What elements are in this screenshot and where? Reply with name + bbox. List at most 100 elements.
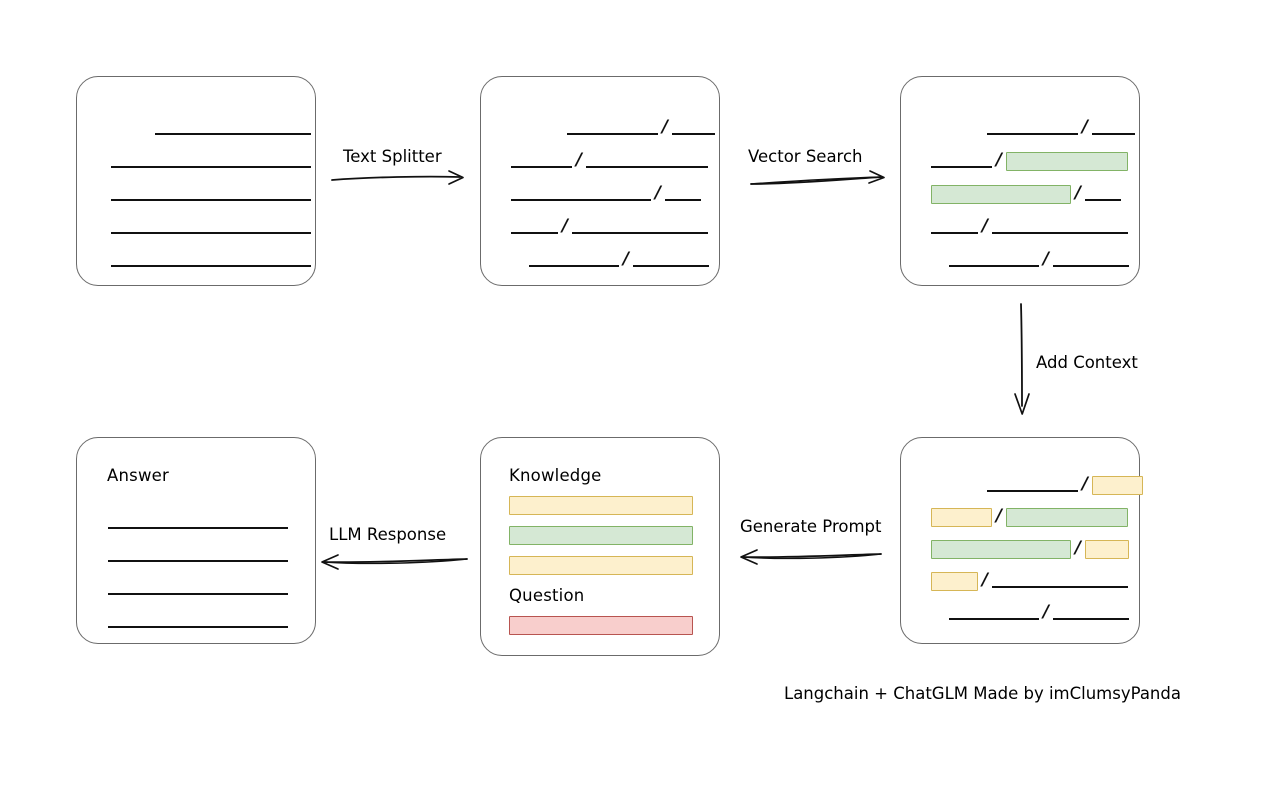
card-split-chunks[interactable]: / / / / /	[480, 76, 720, 286]
slash-separator: /	[1074, 182, 1082, 203]
document-line: /	[931, 182, 1121, 204]
line-segment	[931, 232, 978, 234]
card-vector-matches[interactable]: / / / / /	[900, 76, 1140, 286]
answer-rows-host	[76, 437, 316, 644]
line-indent	[111, 128, 155, 129]
line-segment	[108, 527, 288, 529]
slash-separator: /	[622, 248, 630, 269]
line-segment	[511, 232, 558, 234]
line-indent	[931, 613, 949, 614]
slash-separator: /	[981, 569, 989, 590]
card-context-added[interactable]: / / / / /	[900, 437, 1143, 644]
document-line	[111, 218, 311, 236]
knowledge-bar-2	[509, 526, 693, 545]
document-line: /	[931, 116, 1135, 137]
line-segment	[992, 232, 1128, 234]
highlight-chip-yellow	[931, 571, 978, 591]
arrow-text-splitter	[331, 170, 464, 185]
document-line: /	[511, 116, 715, 137]
card-answer[interactable]: Answer	[76, 437, 316, 644]
slash-separator: /	[995, 505, 1003, 526]
document-line: /	[931, 603, 1129, 622]
arrow-label-add-context: Add Context	[1036, 353, 1138, 372]
line-segment	[108, 626, 288, 628]
highlight-chip-yellow	[1085, 539, 1129, 559]
line-segment	[108, 560, 288, 562]
arrow-label-llm-response: LLM Response	[329, 525, 447, 544]
document-line: /	[931, 473, 1143, 495]
line-segment	[511, 166, 572, 168]
line-segment	[949, 618, 1039, 620]
line-segment	[511, 199, 651, 201]
document-line: /	[511, 217, 708, 236]
knowledge-bar-3	[509, 556, 693, 575]
arrow-label-generate-prompt: Generate Prompt	[740, 517, 882, 536]
document-line: /	[931, 537, 1129, 559]
highlight-chip-yellow	[931, 507, 992, 527]
line-segment	[987, 133, 1078, 135]
knowledge-label: Knowledge	[509, 466, 602, 485]
line-segment	[572, 232, 708, 234]
document-line	[111, 119, 311, 137]
highlight-chip-green	[1006, 507, 1128, 527]
card-source-document[interactable]	[76, 76, 316, 286]
slash-separator: /	[1042, 248, 1050, 269]
line-segment	[1053, 265, 1129, 267]
question-bar-1	[509, 616, 693, 635]
slash-separator: /	[1081, 473, 1089, 494]
document-line	[108, 513, 288, 531]
document-line: /	[931, 149, 1128, 171]
document-line: /	[931, 505, 1128, 527]
document-line: /	[931, 215, 1128, 236]
line-segment	[567, 133, 658, 135]
line-indent	[931, 485, 987, 486]
document-line: /	[511, 248, 709, 269]
line-segment	[111, 232, 311, 234]
line-segment	[949, 265, 1039, 267]
arrow-add-context	[1014, 303, 1030, 415]
line-indent	[931, 128, 987, 129]
line-segment	[1053, 618, 1129, 620]
arrow-vector-search	[750, 170, 885, 185]
line-segment	[1092, 133, 1135, 135]
line-segment	[992, 586, 1128, 588]
line-segment	[529, 265, 619, 267]
document-line: /	[511, 182, 701, 203]
line-segment	[111, 199, 311, 201]
highlight-chip-green	[1006, 151, 1128, 171]
line-segment	[111, 166, 311, 168]
arrow-generate-prompt	[740, 549, 882, 565]
slash-separator: /	[661, 116, 669, 137]
card-generated-prompt[interactable]: Knowledge Question	[480, 437, 720, 656]
document-line	[111, 251, 311, 269]
highlight-chip-green	[931, 539, 1071, 559]
line-indent	[931, 260, 949, 261]
line-segment	[665, 199, 701, 201]
line-segment	[586, 166, 708, 168]
slash-separator: /	[981, 215, 989, 236]
document-line	[111, 185, 311, 203]
document-line	[108, 546, 288, 564]
question-label: Question	[509, 586, 585, 605]
document-line: /	[931, 248, 1129, 269]
arrow-label-vector-search: Vector Search	[748, 147, 863, 166]
line-segment	[633, 265, 709, 267]
document-line: /	[511, 149, 708, 170]
document-line	[111, 152, 311, 170]
highlight-chip-green	[931, 184, 1071, 204]
slash-separator: /	[995, 149, 1003, 170]
slash-separator: /	[1081, 116, 1089, 137]
highlight-chip-yellow	[1092, 475, 1143, 495]
line-segment	[987, 490, 1078, 492]
line-segment	[155, 133, 311, 135]
arrow-label-text-splitter: Text Splitter	[343, 147, 442, 166]
line-indent	[511, 128, 567, 129]
slash-separator: /	[575, 149, 583, 170]
footnote: Langchain + ChatGLM Made by imClumsyPand…	[784, 684, 1181, 703]
line-segment	[111, 265, 311, 267]
slash-separator: /	[1074, 537, 1082, 558]
line-segment	[1085, 199, 1121, 201]
document-line	[108, 612, 288, 630]
slash-separator: /	[654, 182, 662, 203]
